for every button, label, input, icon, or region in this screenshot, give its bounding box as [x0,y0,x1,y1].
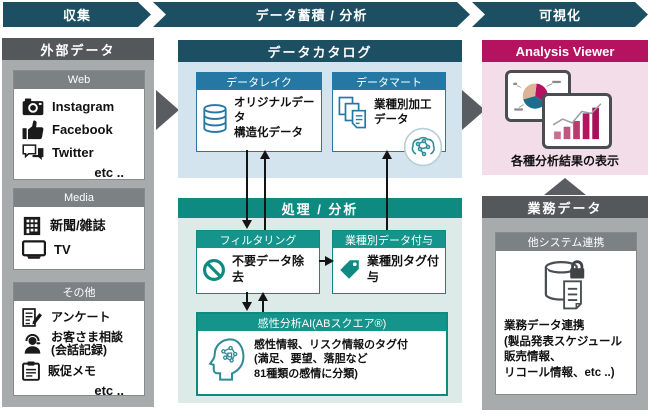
system-link-label: 業務データ連携 (製品発表スケジュール 販売情報、 リコール情報、etc ..) [504,320,623,379]
data-mart-title: データマート [356,76,422,89]
list-item: 新聞/雑誌 [22,216,138,236]
memo-clipboard-icon [22,361,40,382]
call-operator-icon [22,334,43,354]
arrow-up-icon [382,150,392,159]
banner-step-store-analyze: データ蓄積 / 分析 [153,2,470,27]
business-data-title: 業務データ [527,200,603,216]
flow-arrow-right-icon [462,90,485,130]
database-document-lock-icon [539,257,593,315]
arrow-line [246,150,248,222]
flow-arrow-right-icon [156,90,179,130]
data-catalog-header: データカタログ [178,40,462,62]
arrow-up-icon [260,150,270,159]
arrow-down-icon [242,302,252,311]
data-mart-label: 業種別加工 データ [374,99,432,126]
filtering-header: フィルタリング [197,231,319,248]
business-data-header: 業務データ [482,196,648,218]
list-item: アンケート [22,308,138,327]
system-link-title: 他システム連携 [527,237,605,249]
data-lake-title: データレイク [226,76,292,89]
arrow-line [386,158,388,230]
list-item: Facebook [22,120,138,140]
banner-step-label: 収集 [62,8,91,23]
flow-arrow-up-icon [544,178,586,195]
newspaper-icon [22,216,42,236]
documents-icon [338,96,368,130]
list-item: Twitter [22,144,138,163]
other-box-header: その他 [14,283,144,301]
arrow-line [246,292,248,304]
banner-step-label: 可視化 [538,8,581,23]
ai-brain-badge-icon [403,127,443,167]
arrow-line [319,260,327,262]
data-lake-box: データレイク オリジナルデータ 構造化データ [196,72,322,152]
processing-header: 処理 / 分析 [178,198,462,218]
other-box-title: その他 [62,287,96,299]
viewer-caption: 各種分析結果の表示 [510,154,619,168]
ai-head-icon [206,337,248,382]
item-label: Instagram [52,98,115,114]
web-box-header: Web [14,71,144,89]
banner-step-label: データ蓄積 / 分析 [255,8,368,23]
arrow-right-icon [325,256,334,266]
arrow-down-icon [242,220,252,229]
list-item: お客さま相談 (会話記録) [22,330,138,358]
media-sources-box: Media 新聞/雑誌 TV [13,188,145,270]
banner-step-collect: 収集 [3,2,151,27]
chat-bubbles-icon [22,144,44,163]
no-entry-icon [202,258,226,282]
list-item: 販促メモ [22,361,138,382]
media-box-title: Media [64,192,94,204]
item-label: Twitter [52,145,94,161]
external-data-title: 外部データ [40,42,116,58]
list-item: TV [22,240,138,260]
tv-icon [22,240,46,260]
analysis-viewer-title: Analysis Viewer [515,43,615,59]
data-mart-header: データマート [333,73,445,90]
filtering-label: 不要データ除去 [232,254,305,284]
data-mart-box: データマート 業種別加工 データ [332,72,446,167]
sentiment-ai-header: 感性分析AI(ABスクエア®) [198,314,446,331]
database-icon [202,103,228,134]
industry-tagging-label: 業種別タグ付与 [367,254,440,284]
processing-title: 処理 / 分析 [281,201,359,217]
arrow-line [262,300,264,312]
etc-label: etc .. [94,165,124,180]
item-label: TV [54,241,71,257]
filtering-box: フィルタリング 不要データ除去 [196,230,320,294]
external-data-header: 外部データ [2,38,154,60]
item-label: お客さま相談 (会話記録) [51,330,124,358]
industry-tagging-box: 業種別データ付与 業種別タグ付与 [332,230,446,294]
item-label: 販促メモ [48,363,97,378]
other-sources-box: その他 アンケート お客さま相談 (会話記録) 販促メモ et [13,282,145,399]
industry-tagging-header: 業種別データ付与 [333,231,445,248]
data-catalog-title: データカタログ [267,44,373,60]
analysis-viewer-header: Analysis Viewer [482,40,648,62]
industry-tagging-title: 業種別データ付与 [345,234,433,247]
data-lake-label: オリジナルデータ 構造化データ [234,97,315,139]
bar-chart-tablet-icon [542,93,612,149]
filtering-title: フィルタリング [219,234,297,247]
web-box-title: Web [67,74,91,86]
arrow-up-icon [258,292,268,301]
item-label: 新聞/雑誌 [50,217,106,233]
tag-icon [338,258,361,281]
item-label: Facebook [52,121,113,137]
media-box-header: Media [14,189,144,207]
banner-step-visualize: 可視化 [472,2,648,27]
web-sources-box: Web Instagram Facebook Twitter [13,70,145,180]
survey-icon [22,308,43,327]
item-label: アンケート [51,309,111,324]
sentiment-ai-box: 感性分析AI(ABスクエア®) 感性情報、リスク情報のタグ付 (満足、要望、落胆… [196,312,448,396]
sentiment-ai-label: 感性情報、リスク情報のタグ付 (満足、要望、落胆など 81種類の感情に分類) [254,339,408,380]
system-link-header: 他システム連携 [496,233,636,251]
arrow-line [264,158,266,230]
system-link-box: 他システム連携 業務データ連携 (製品発表スケジュール 販売情報、 リコール情報… [495,232,637,395]
etc-label: etc .. [94,383,124,399]
thumbs-up-icon [22,120,44,140]
data-lake-header: データレイク [197,73,321,90]
camera-icon [22,98,44,116]
list-item: Instagram [22,98,138,116]
sentiment-ai-title: 感性分析AI(ABスクエア®) [257,317,387,330]
